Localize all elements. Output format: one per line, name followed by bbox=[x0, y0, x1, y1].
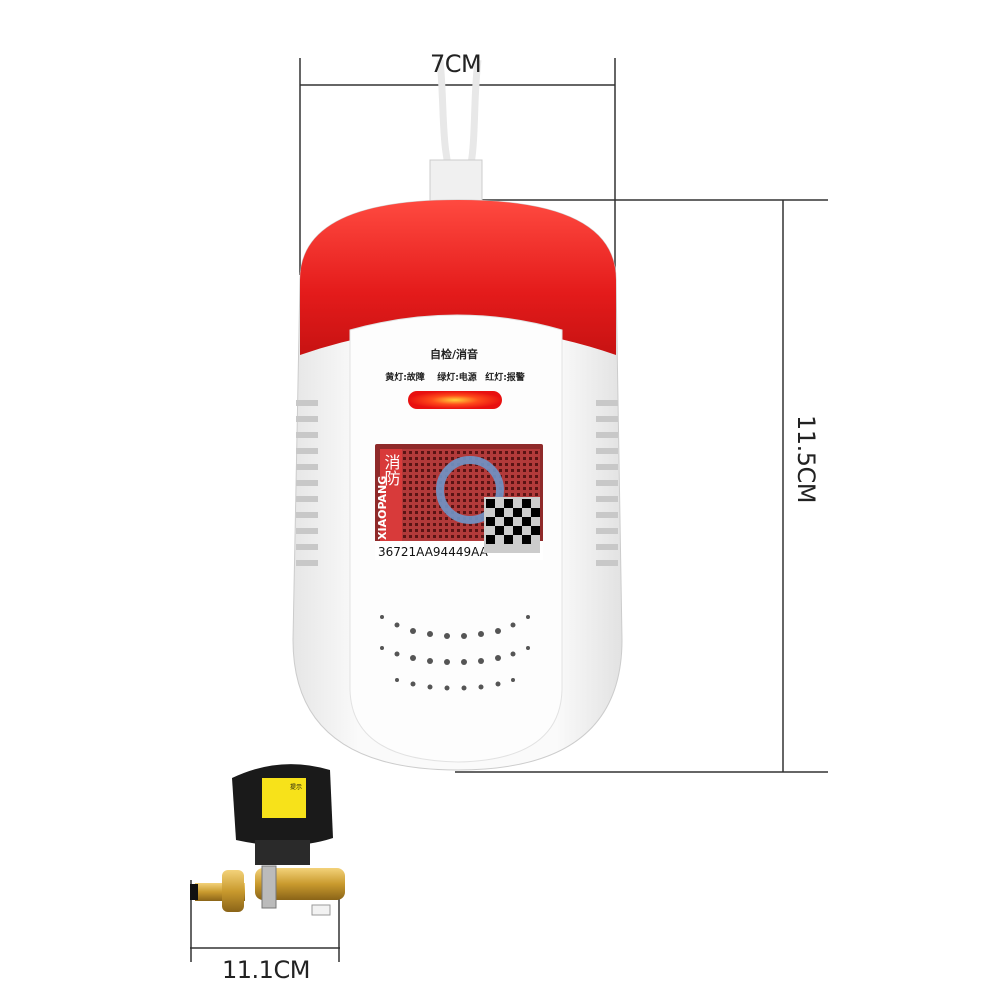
red-cap bbox=[300, 200, 616, 355]
indicator-yellow-label: 黄灯:故障 bbox=[385, 371, 425, 383]
indicator-green-label: 绿灯:电源 bbox=[437, 371, 477, 383]
s-logo bbox=[436, 456, 504, 524]
speaker-grille bbox=[380, 615, 530, 691]
height-dimension-line bbox=[455, 199, 828, 773]
warning-label-title: 提示 bbox=[290, 783, 302, 791]
side-vents-left bbox=[296, 400, 318, 566]
badge-text-cn: 消防 bbox=[382, 454, 401, 487]
width-dimension-line bbox=[299, 58, 616, 275]
height-label: 11.5CM bbox=[791, 415, 820, 503]
valve-length-label: 11.1CM bbox=[222, 956, 310, 984]
qr-code bbox=[484, 497, 540, 553]
power-cord bbox=[429, 59, 483, 206]
side-vents-right bbox=[596, 400, 618, 566]
led-indicator bbox=[408, 391, 502, 409]
shutoff-valve: 提示 bbox=[190, 764, 345, 916]
badge: 消防 XIAOPANG 36721AA94449AA bbox=[375, 444, 543, 560]
badge-text-en: XIAOPANG bbox=[376, 476, 389, 540]
gas-detector: 自检/消音 黄灯:故障 绿灯:电源 红灯:报警 消防 XIAOPANG 3672… bbox=[292, 199, 623, 771]
serial-number: 36721AA94449AA bbox=[378, 545, 489, 559]
indicator-red-label: 红灯:报警 bbox=[485, 371, 525, 383]
width-label: 7CM bbox=[430, 50, 482, 78]
test-button-label: 自检/消音 bbox=[430, 347, 478, 361]
